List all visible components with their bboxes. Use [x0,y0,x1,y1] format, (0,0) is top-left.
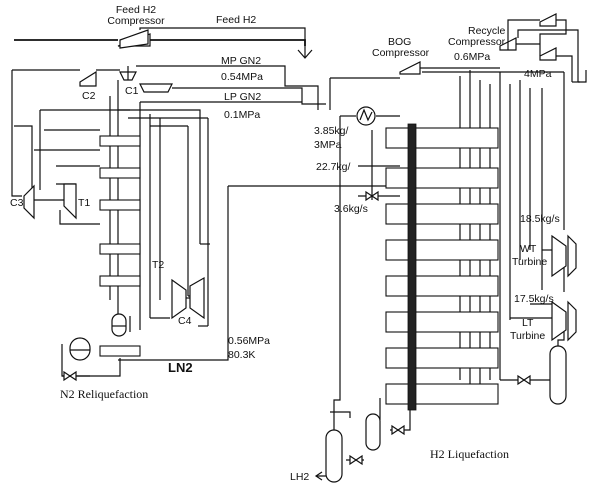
p-06-label: 0.6MPa [454,51,490,63]
p-3-label: 3MPa [314,139,342,151]
n2-reliquefaction-title: N2 Reliquefaction [60,387,148,401]
h2-recycle-piping [316,19,587,477]
lp-gn2-label: LP GN2 [224,91,261,103]
h2-valve-2 [517,374,531,386]
wt-turbine [551,234,577,278]
p-01-label: 0.1MPa [224,109,260,121]
t1-label: T1 [78,197,90,209]
wt-label-1: WT [520,243,537,255]
n2-separator-1 [111,313,127,337]
n2-heat-exchanger-stack [99,135,141,357]
flow-385-label: 3.85kg/ [314,125,349,137]
turbine-t2 [171,278,187,320]
p-054-label: 0.54MPa [221,71,263,83]
recycle-label-2: Compressor [448,36,506,48]
ln2-label: LN2 [168,360,193,375]
compressor-c2 [79,70,97,87]
p-056-label: 0.56MPa [228,335,270,347]
feed-compressor-label-2: Compressor [107,15,165,27]
lt-label-2: Turbine [510,330,545,342]
c3-label: C3 [10,197,24,209]
n2-separator-2 [69,337,91,361]
lt-turbine [551,300,577,342]
flow-227-label: 22.7kg/ [316,161,351,173]
h2-heat-exchanger-stack [385,123,499,411]
recycle-compressor-3 [539,47,557,61]
lp-gn2-line [140,87,326,105]
h2-liquefaction-title: H2 Liquefaction [430,447,509,461]
p-4-label: 4MPa [524,68,552,80]
flow-185-label: 18.5kg/s [520,213,560,225]
mp-gn2-line [11,65,319,197]
flow-36-label: 3.6kg/s [334,203,368,215]
temp-803-label: 80.3K [228,349,255,361]
feed-h2-compressor [117,29,151,49]
h2-valve-1 [365,190,379,202]
bog-label-2: Compressor [372,47,430,59]
lt-label-1: LT [522,317,534,329]
bog-label-1: BOG [388,36,411,48]
lh2-outlet-arrow [314,471,323,481]
mp-gn2-label: MP GN2 [221,55,261,67]
feed-heat-exchanger [356,106,376,126]
h2-valve-3 [349,454,363,466]
n2-valve [63,370,77,382]
h2-valve-4 [391,424,405,436]
wt-label-2: Turbine [512,256,547,268]
t2-label: T2 [152,259,164,271]
compressor-c4 [186,276,205,320]
recycle-label-1: Recycle [468,25,506,37]
lh2-label: LH2 [290,471,309,483]
c4-label: C4 [178,315,192,327]
lh2-tank-2 [365,413,381,451]
bog-compressor [399,61,421,75]
feed-h2-line [14,27,313,59]
recycle-compressor-2 [539,13,557,27]
c1-label: C1 [125,85,139,97]
turbine-t1 [63,183,77,220]
c2-label: C2 [82,90,96,102]
feed-h2-label: Feed H2 [216,14,256,26]
n2-piping [14,80,410,377]
h2-separator-right [549,345,567,405]
feed-compressor-label-1: Feed H2 [116,4,156,16]
compressor-c1 [139,83,173,93]
flow-175-label: 17.5kg/s [514,293,554,305]
compressor-c3 [23,184,64,220]
lh2-tank-1 [325,429,343,483]
